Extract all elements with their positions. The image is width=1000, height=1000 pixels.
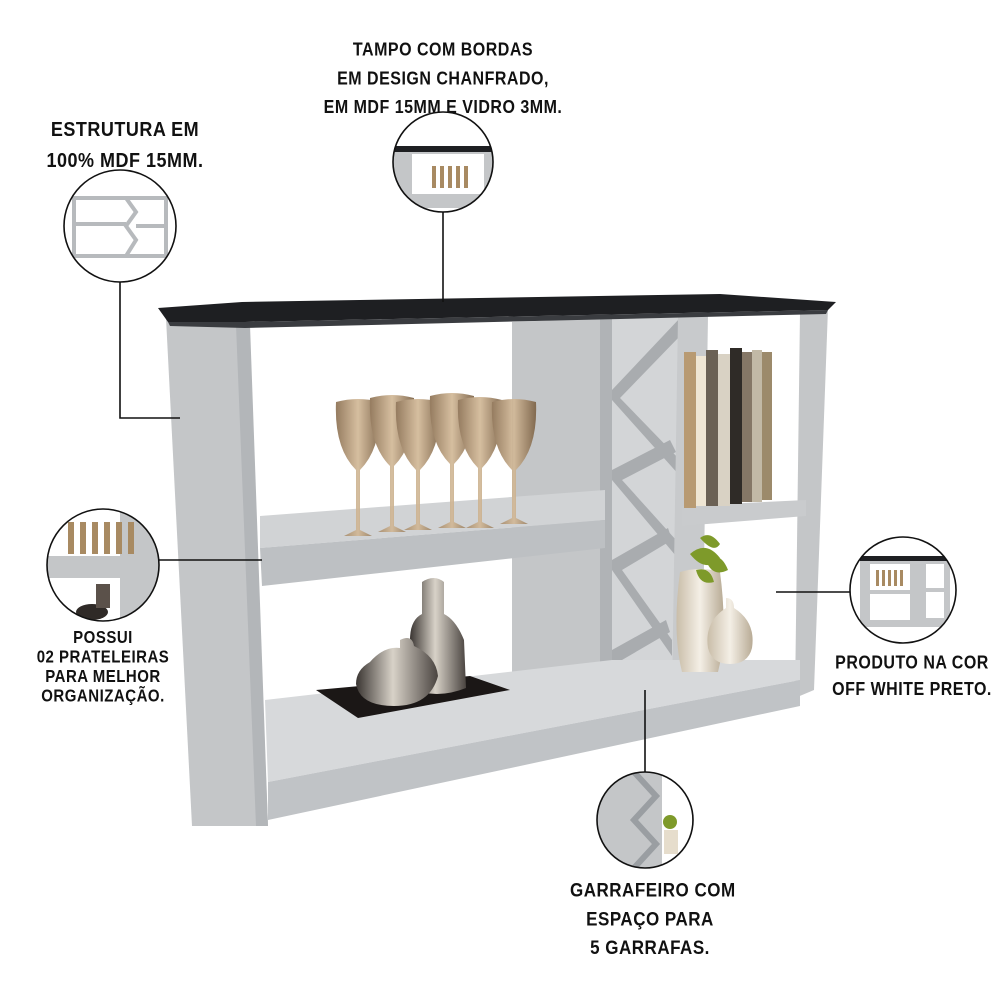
label-structure-line-2: 100% MDF 15MM. xyxy=(46,148,204,172)
center-divider-side xyxy=(600,318,614,704)
label-wine-rack: GARRAFEIRO COM ESPAÇO PARA 5 GARRAFAS. xyxy=(570,876,736,962)
label-shelves-line-4: ORGANIZAÇÃO. xyxy=(41,686,165,707)
vases-right xyxy=(676,535,753,672)
label-top-line-1: TAMPO COM BORDAS xyxy=(352,40,534,61)
label-structure-line-1: ESTRUTURA EM xyxy=(50,117,200,141)
label-shelves-line-1: POSSUI xyxy=(73,628,133,648)
label-wine-rack-line-3: 5 GARRAFAS. xyxy=(590,936,710,959)
label-wine-rack-line-2: ESPAÇO PARA xyxy=(586,908,714,931)
detail-circle-top xyxy=(392,111,494,213)
right-side-panel xyxy=(795,308,828,698)
middle-shelf-left xyxy=(260,490,605,548)
label-top-line-3: EM MDF 15MM E VIDRO 3MM. xyxy=(323,98,563,118)
left-side-edge xyxy=(236,325,268,826)
label-shelves-line-2: 02 PRATELEIRAS xyxy=(36,647,170,668)
label-color: PRODUTO NA COR OFF WHITE PRETO. xyxy=(832,650,992,703)
detail-circle-color xyxy=(849,536,957,644)
plant xyxy=(690,535,728,583)
wine-glasses xyxy=(335,393,537,536)
detail-circle-structure xyxy=(63,169,177,283)
wine-rack-x3 xyxy=(612,528,672,656)
label-top: TAMPO COM BORDAS EM DESIGN CHANFRADO, EM… xyxy=(318,36,568,122)
line-structure xyxy=(119,282,180,419)
detail-circle-wine-rack xyxy=(596,771,694,869)
right-shelf xyxy=(682,500,806,526)
wine-rack-x1 xyxy=(612,318,680,476)
label-top-line-2: EM DESIGN CHANFRADO, xyxy=(337,69,549,89)
callout-lines xyxy=(119,212,850,772)
detail-circle-shelves xyxy=(46,508,160,622)
black-top xyxy=(158,294,836,322)
label-color-line-1: PRODUTO NA COR xyxy=(835,653,989,673)
label-structure: ESTRUTURA EM 100% MDF 15MM. xyxy=(30,114,220,176)
label-shelves: POSSUI 02 PRATELEIRAS PARA MELHOR ORGANI… xyxy=(28,628,178,706)
tray-decor xyxy=(316,578,510,718)
label-shelves-line-3: PARA MELHOR xyxy=(45,667,161,687)
label-color-line-2: OFF WHITE PRETO. xyxy=(832,679,992,700)
middle-shelf-left-edge xyxy=(260,520,605,586)
black-top-bevel xyxy=(168,310,828,328)
books xyxy=(684,348,772,508)
label-wine-rack-line-1: GARRAFEIRO COM xyxy=(570,879,736,902)
cabinet-base xyxy=(268,680,800,820)
wine-rack-x2 xyxy=(612,440,676,556)
